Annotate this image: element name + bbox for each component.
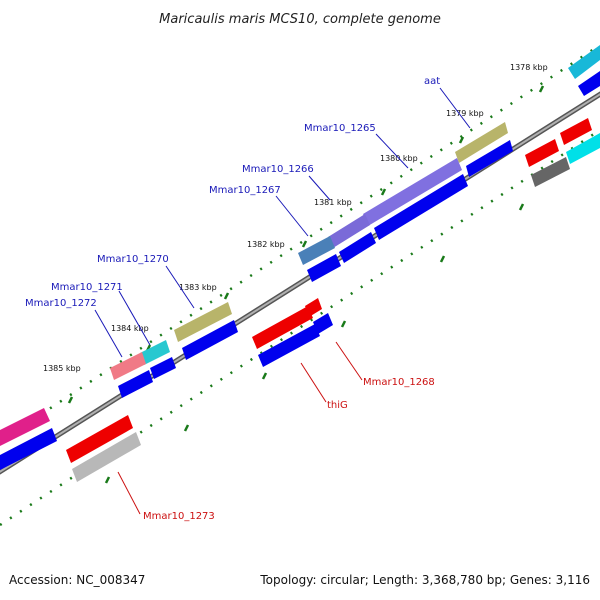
gene-labels-reverse: Mmar10_1268 thiG Mmar10_1273 [143,377,435,522]
gene-block [531,157,570,187]
gene-label: Mmar10_1272 [25,298,97,309]
gene-label: aat [424,76,440,87]
cds-block [150,357,176,379]
gene-block [560,118,592,145]
forward-strand-genes [0,45,600,470]
gene-labels-forward: aat Mmar10_1265 Mmar10_1266 Mmar10_1267 … [25,76,440,309]
reverse-strand-genes [66,118,600,482]
cds-block [0,428,57,470]
gene-block [72,432,141,482]
gene-block [525,139,559,167]
gene-block [568,45,600,79]
scale-label: 1385 kbp [43,364,81,373]
gene-block [252,306,313,349]
gene-label: Mmar10_1273 [143,511,215,522]
cds-block [374,174,468,240]
gene-block [174,302,232,342]
gene-block [566,133,600,164]
gene-block [140,340,170,365]
scale-label: 1378 kbp [510,63,548,72]
gene-label: Mmar10_1267 [209,185,281,196]
scale-label: 1381 kbp [314,198,352,207]
map-title: Maricaulis maris MCS10, complete genome [159,12,441,27]
gene-label: Mmar10_1270 [97,254,169,265]
cds-block [578,71,600,96]
gene-label: Mmar10_1265 [304,123,376,134]
scale-label: 1382 kbp [247,240,285,249]
gene-block [298,236,335,265]
cds-block [182,320,238,360]
cds-block [466,140,513,177]
scale-line-upper [39,43,600,417]
genome-summary-text: Topology: circular; Length: 3,368,780 bp… [260,573,590,587]
gene-block [455,122,508,163]
cds-block [339,232,376,263]
gene-block [110,352,146,380]
gene-block [305,298,322,317]
scale-ticks [67,85,545,484]
scale-label: 1384 kbp [111,324,149,333]
gene-block [0,408,50,446]
gene-block [66,415,133,463]
scale-label: 1379 kbp [446,109,484,118]
cds-block [258,324,320,367]
accession-text: Accession: NC_008347 [9,573,146,587]
cds-block [118,370,153,398]
cds-block [307,254,341,282]
gene-label: Mmar10_1266 [242,164,314,175]
gene-block [363,158,462,226]
cds-block [313,313,333,334]
scale-label: 1383 kbp [179,283,217,292]
gene-label: Mmar10_1271 [51,282,123,293]
gene-label: thiG [327,400,348,411]
gene-label: Mmar10_1268 [363,377,435,388]
gene-block [328,214,370,248]
label-leaders [94,87,471,515]
